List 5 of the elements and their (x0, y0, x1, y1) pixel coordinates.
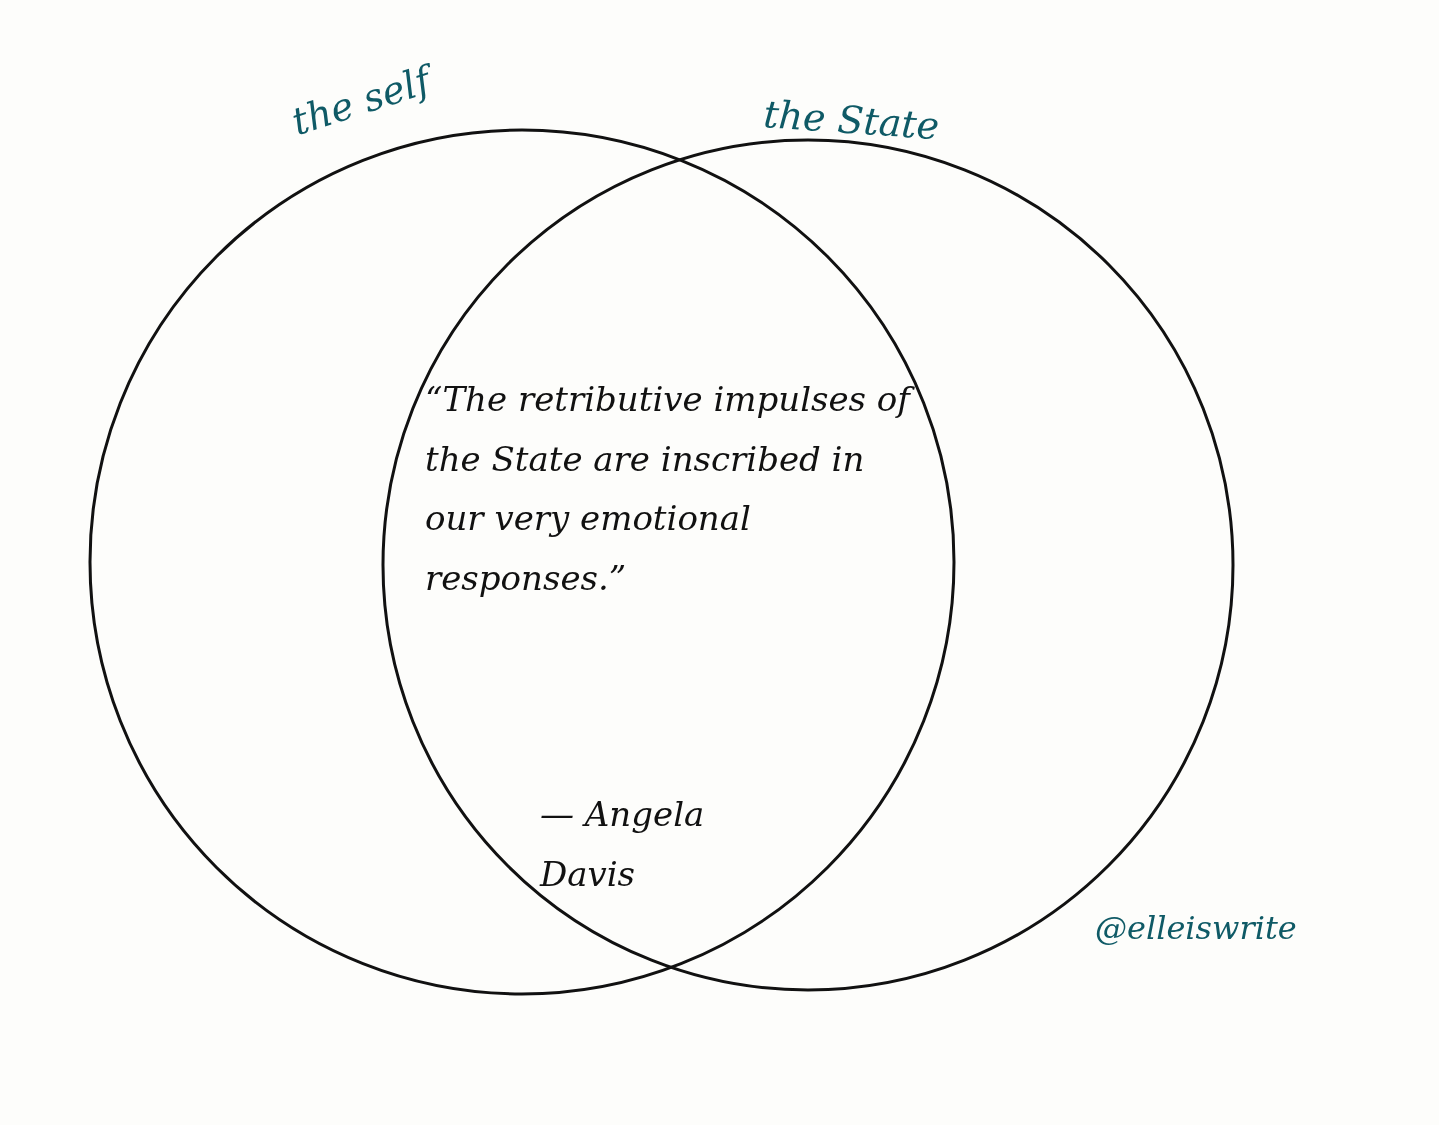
quote-text: “The retributive impulses of the State are inscribed in our very emotional responses.” (425, 370, 925, 608)
attribution-text: — Angela Davis (540, 793, 706, 896)
circle-heading: the self (286, 58, 436, 144)
circle-heading: the State (762, 92, 941, 149)
handle-text: @elleiswrite (1095, 908, 1298, 949)
